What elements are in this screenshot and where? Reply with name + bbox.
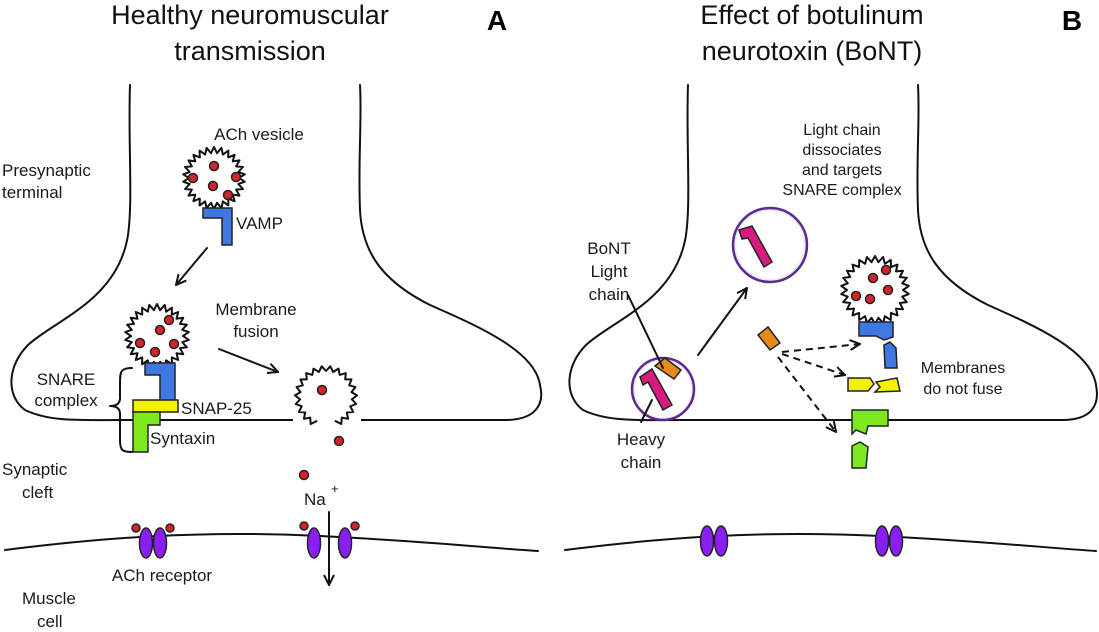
ach-vesicle-docked bbox=[124, 303, 190, 369]
syntaxin-label: Syntaxin bbox=[150, 429, 215, 448]
ach-receptor-label: ACh receptor bbox=[112, 566, 212, 585]
ach-molecule bbox=[867, 272, 879, 284]
snare-label-line2: complex bbox=[34, 391, 98, 410]
ach-molecule bbox=[230, 171, 242, 183]
membranes-note-line2: do not fuse bbox=[923, 381, 1002, 398]
ach-molecule bbox=[134, 337, 146, 349]
released-ach bbox=[298, 469, 310, 481]
light-chain-note-line1: Light chain bbox=[803, 122, 880, 139]
ach-molecule bbox=[207, 180, 219, 192]
bont-label-line2: Light bbox=[591, 262, 628, 281]
ach-molecule bbox=[880, 264, 892, 276]
presynaptic-label-line1: Presynaptic bbox=[2, 161, 91, 180]
muscle-membrane-a bbox=[4, 532, 539, 552]
muscle-membrane-b bbox=[564, 532, 1097, 552]
light-chain-protease bbox=[756, 325, 782, 352]
cleave-vamp-arrow bbox=[781, 344, 860, 353]
ach-receptor-active bbox=[299, 521, 360, 559]
ach-molecule bbox=[187, 172, 199, 184]
sodium-charge: + bbox=[331, 481, 339, 496]
cleaved-syntaxin-top bbox=[851, 409, 889, 436]
light-chain-dissociation-arrow bbox=[697, 288, 747, 356]
ach-molecule bbox=[163, 314, 175, 326]
membrane-fusion-label-line1: Membrane bbox=[215, 300, 296, 319]
light-chain-note: Light chain dissociates and targets SNAR… bbox=[782, 122, 901, 199]
heavy-chain-label-line1: Heavy bbox=[617, 430, 666, 449]
membrane-fusion-label-line2: fusion bbox=[233, 322, 278, 341]
cleave-snap25-arrow bbox=[781, 353, 845, 375]
bont-label-line3: chain bbox=[589, 285, 630, 304]
membrane-fusion-arrow bbox=[218, 348, 278, 372]
vamp-label: VAMP bbox=[236, 214, 283, 233]
bont-vesicle bbox=[630, 356, 696, 422]
muscle-cell-label-line2: cell bbox=[37, 612, 63, 631]
fusion-pore-gap bbox=[293, 416, 361, 424]
bont-label-line1: BoNT bbox=[587, 239, 630, 258]
ach-molecule bbox=[208, 160, 220, 172]
ach-molecule bbox=[168, 338, 180, 350]
light-chain-note-line2: dissociates bbox=[802, 142, 881, 159]
ach-molecule bbox=[882, 284, 894, 296]
ach-vesicle-b bbox=[840, 255, 910, 325]
light-chain-fragment bbox=[738, 225, 774, 269]
ach-receptor-left bbox=[131, 523, 175, 559]
ach-molecule bbox=[222, 189, 234, 201]
bont-light-chain bbox=[639, 367, 674, 412]
fused-vesicle bbox=[294, 365, 358, 425]
vesicle-docking-arrow bbox=[176, 247, 208, 285]
ach-molecule bbox=[154, 324, 166, 336]
cleave-syntaxin-arrow bbox=[777, 356, 836, 432]
cleaved-snap25-right bbox=[873, 377, 901, 393]
ach-vesicle-top bbox=[182, 146, 246, 210]
ach-receptor-b-left bbox=[699, 525, 729, 557]
bont-light-chain-pointer bbox=[627, 294, 664, 369]
panel-a-title-line1: Healthy neuromuscular bbox=[111, 0, 389, 30]
released-ach bbox=[333, 435, 345, 447]
panel-b-letter: B bbox=[1062, 5, 1082, 36]
muscle-cell-label-line1: Muscle bbox=[22, 589, 76, 608]
synaptic-cleft-label-line1: Synaptic bbox=[2, 460, 68, 479]
heavy-chain-pointer bbox=[640, 399, 653, 423]
endosome-light-chain bbox=[731, 206, 809, 284]
presynaptic-label-line2: terminal bbox=[2, 183, 62, 202]
panel-b-title-line1: Effect of botulinum bbox=[700, 0, 923, 30]
ach-molecule bbox=[316, 384, 328, 396]
heavy-chain-label-line2: chain bbox=[621, 453, 662, 472]
snare-label-line1: SNARE bbox=[37, 370, 96, 389]
snare-bracket bbox=[109, 367, 133, 453]
ach-molecule bbox=[149, 346, 161, 358]
membranes-note-line1: Membranes bbox=[921, 360, 1005, 377]
light-chain-note-line4: SNARE complex bbox=[782, 182, 901, 199]
ach-receptor-b-right bbox=[874, 525, 904, 557]
panel-a-title-line2: transmission bbox=[174, 36, 326, 66]
vamp-protein bbox=[202, 207, 233, 246]
sodium-label: Na bbox=[304, 490, 326, 509]
cleaved-vamp-top bbox=[858, 321, 894, 341]
synaptic-cleft-label-line2: cleft bbox=[22, 483, 53, 502]
panel-a-letter: A bbox=[487, 5, 507, 36]
snap25-label: SNAP-25 bbox=[181, 399, 252, 418]
cleaved-vamp-fragment bbox=[883, 341, 898, 369]
snap25-protein bbox=[132, 399, 179, 413]
light-chain-note-line3: and targets bbox=[802, 162, 882, 179]
cleaved-syntaxin-fragment bbox=[851, 441, 869, 469]
ach-vesicle-label: ACh vesicle bbox=[214, 125, 304, 144]
ach-molecule bbox=[864, 293, 876, 305]
panel-b-title-line2: neurotoxin (BoNT) bbox=[702, 36, 923, 66]
vamp-in-snare bbox=[144, 362, 176, 403]
ach-molecule bbox=[850, 290, 862, 302]
cleaved-snap25-left bbox=[847, 377, 875, 392]
